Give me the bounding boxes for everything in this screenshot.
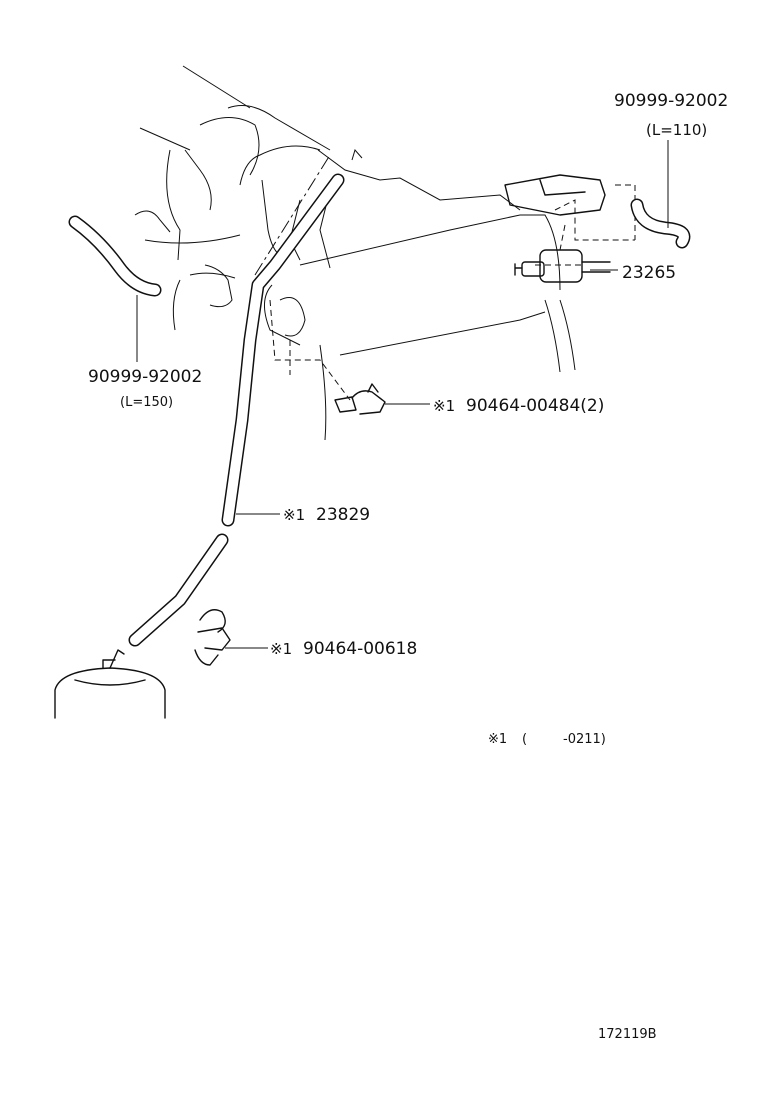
clip-lower-drawing xyxy=(194,609,231,666)
vsv-valve-drawing xyxy=(504,174,611,283)
label-clip-lower-part-no: 90464-00618 xyxy=(303,639,417,659)
label-hose-long-mark: ※1 xyxy=(283,506,305,524)
drawing-code: 172119B xyxy=(598,1027,657,1042)
label-hose-top-right-length: (L=110) xyxy=(646,121,707,139)
footnote-mark: ※1 xyxy=(488,732,507,747)
label-hose-left-length: (L=150) xyxy=(120,395,173,410)
label-clip-lower-mark: ※1 xyxy=(270,640,292,658)
footnote-range: -0211) xyxy=(563,732,606,747)
label-hose-long-part-no: 23829 xyxy=(316,505,370,525)
label-clip-upper-mark: ※1 xyxy=(433,397,455,415)
assembly-dashed-lines xyxy=(254,154,636,401)
canister-drawing xyxy=(54,649,166,719)
label-hose-left-part-no: 90999-92002 xyxy=(88,367,202,387)
hose-long-23829 xyxy=(128,173,345,647)
label-hose-top-right-part-no: 90999-92002 xyxy=(614,91,728,111)
label-vsv-part-no: 23265 xyxy=(622,263,676,283)
clip-upper-drawing xyxy=(334,383,386,415)
hose-top-right-l110 xyxy=(630,198,691,249)
hose-left-l150 xyxy=(68,215,162,297)
label-clip-upper-part-no: 90464-00484(2) xyxy=(466,396,604,416)
footnote-open-paren: ( xyxy=(522,732,527,747)
leader-lines xyxy=(136,140,669,649)
